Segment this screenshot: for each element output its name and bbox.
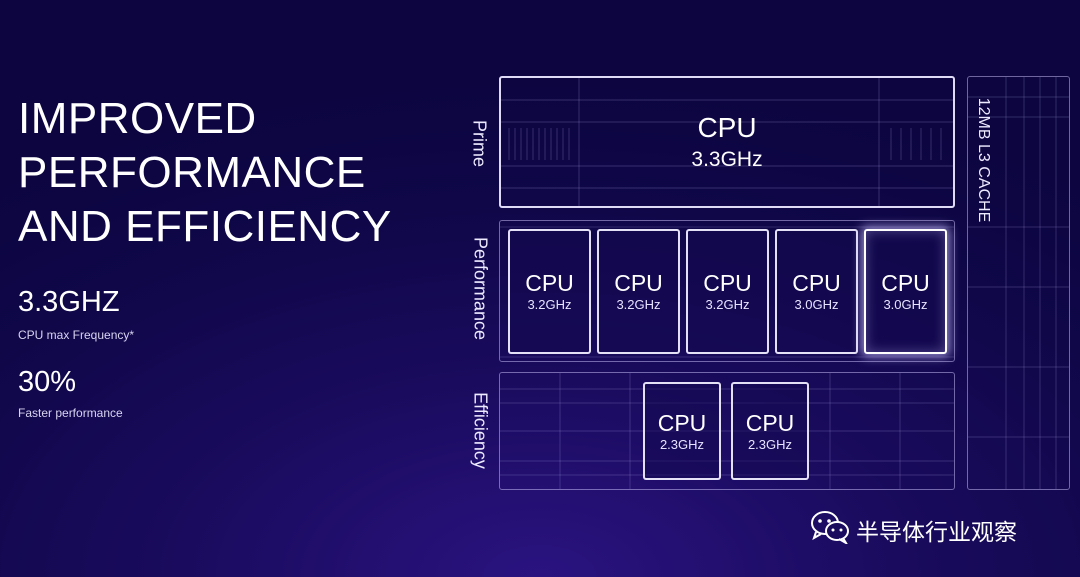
row-label-performance: Performance: [470, 236, 491, 341]
cpu-name: CPU: [525, 270, 574, 296]
cpu-name: CPU: [697, 112, 757, 143]
headline-line: IMPROVED: [18, 94, 257, 143]
watermark-text: 半导体行业观察: [856, 519, 1017, 546]
performance-cpu-1: CPU 3.2GHz: [508, 229, 591, 354]
headline-line: PERFORMANCE: [18, 148, 366, 197]
efficiency-cpu-2: CPU 2.3GHz: [731, 382, 809, 480]
cache-label: 12MB L3 CACHE: [975, 97, 992, 223]
row-label-efficiency: Efficiency: [470, 392, 491, 469]
cpu-frequency: 3.0GHz: [883, 297, 928, 312]
efficiency-panel: [499, 372, 955, 490]
performance-cpu-4: CPU 3.0GHz: [775, 229, 858, 354]
cpu-frequency: 2.3GHz: [747, 436, 793, 452]
performance-cpu-3: CPU 3.2GHz: [686, 229, 769, 354]
cpu-frequency: 3.2GHz: [527, 297, 572, 312]
cpu-name: CPU: [792, 270, 841, 296]
cpu-name: CPU: [614, 270, 663, 296]
cpu-frequency: 2.3GHz: [659, 436, 705, 452]
cpu-frequency: 3.2GHz: [616, 297, 661, 312]
stat-value: 3.3GHZ: [18, 286, 120, 318]
stat-value: 30%: [18, 366, 77, 398]
row-label-prime: Prime: [469, 119, 490, 167]
efficiency-grid: [500, 373, 954, 489]
cpu-name: CPU: [657, 409, 707, 436]
efficiency-cpu-1: CPU 2.3GHz: [643, 382, 721, 480]
headline-line: AND EFFICIENCY: [18, 202, 392, 251]
watermark: 半导体行业观察: [810, 510, 1017, 549]
stat-label: CPU max Frequency*: [18, 328, 135, 342]
cpu-name: CPU: [745, 409, 795, 436]
performance-cpu-2: CPU 3.2GHz: [597, 229, 680, 354]
cpu-name: CPU: [881, 270, 930, 296]
performance-cpu-5: CPU 3.0GHz: [864, 229, 947, 354]
prime-cpu: CPU 3.3GHz: [501, 78, 953, 206]
prime-panel: CPU 3.3GHz: [499, 76, 955, 208]
wechat-icon: [810, 510, 850, 549]
stat-label: Faster performance: [18, 406, 123, 420]
cpu-frequency: 3.0GHz: [794, 297, 839, 312]
headline: IMPROVED PERFORMANCE AND EFFICIENCY: [18, 92, 392, 254]
cpu-name: CPU: [703, 270, 752, 296]
cpu-frequency: 3.2GHz: [705, 297, 750, 312]
cpu-frequency: 3.3GHz: [691, 148, 763, 171]
